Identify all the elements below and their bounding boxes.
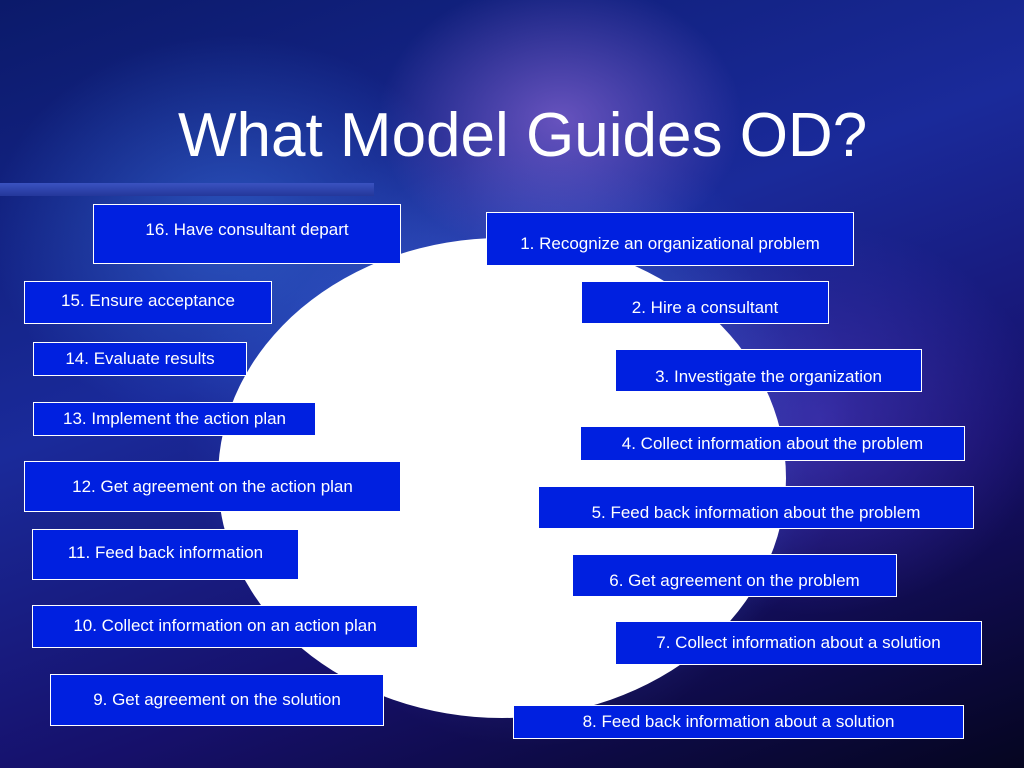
title-accent-bar [0, 183, 374, 196]
step-13-box: 13. Implement the action plan [33, 402, 316, 436]
slide-title: What Model Guides OD? [178, 101, 868, 170]
step-2-box: 2. Hire a consultant [581, 281, 829, 324]
step-8-box: 8. Feed back information about a solutio… [513, 705, 964, 739]
step-4-box: 4. Collect information about the problem [580, 426, 965, 461]
step-14-box: 14. Evaluate results [33, 342, 247, 376]
step-7-box: 7. Collect information about a solution [615, 621, 982, 665]
step-1-box: 1. Recognize an organizational problem [486, 212, 854, 266]
step-6-box: 6. Get agreement on the problem [572, 554, 897, 597]
step-5-box: 5. Feed back information about the probl… [538, 486, 974, 529]
step-15-box: 15. Ensure acceptance [24, 281, 272, 324]
step-11-box: 11. Feed back information [32, 529, 299, 580]
step-12-box: 12. Get agreement on the action plan [24, 461, 401, 512]
step-3-box: 3. Investigate the organization [615, 349, 922, 392]
step-10-box: 10. Collect information on an action pla… [32, 605, 418, 648]
step-9-box: 9. Get agreement on the solution [50, 674, 384, 726]
step-16-box: 16. Have consultant depart [93, 204, 401, 264]
